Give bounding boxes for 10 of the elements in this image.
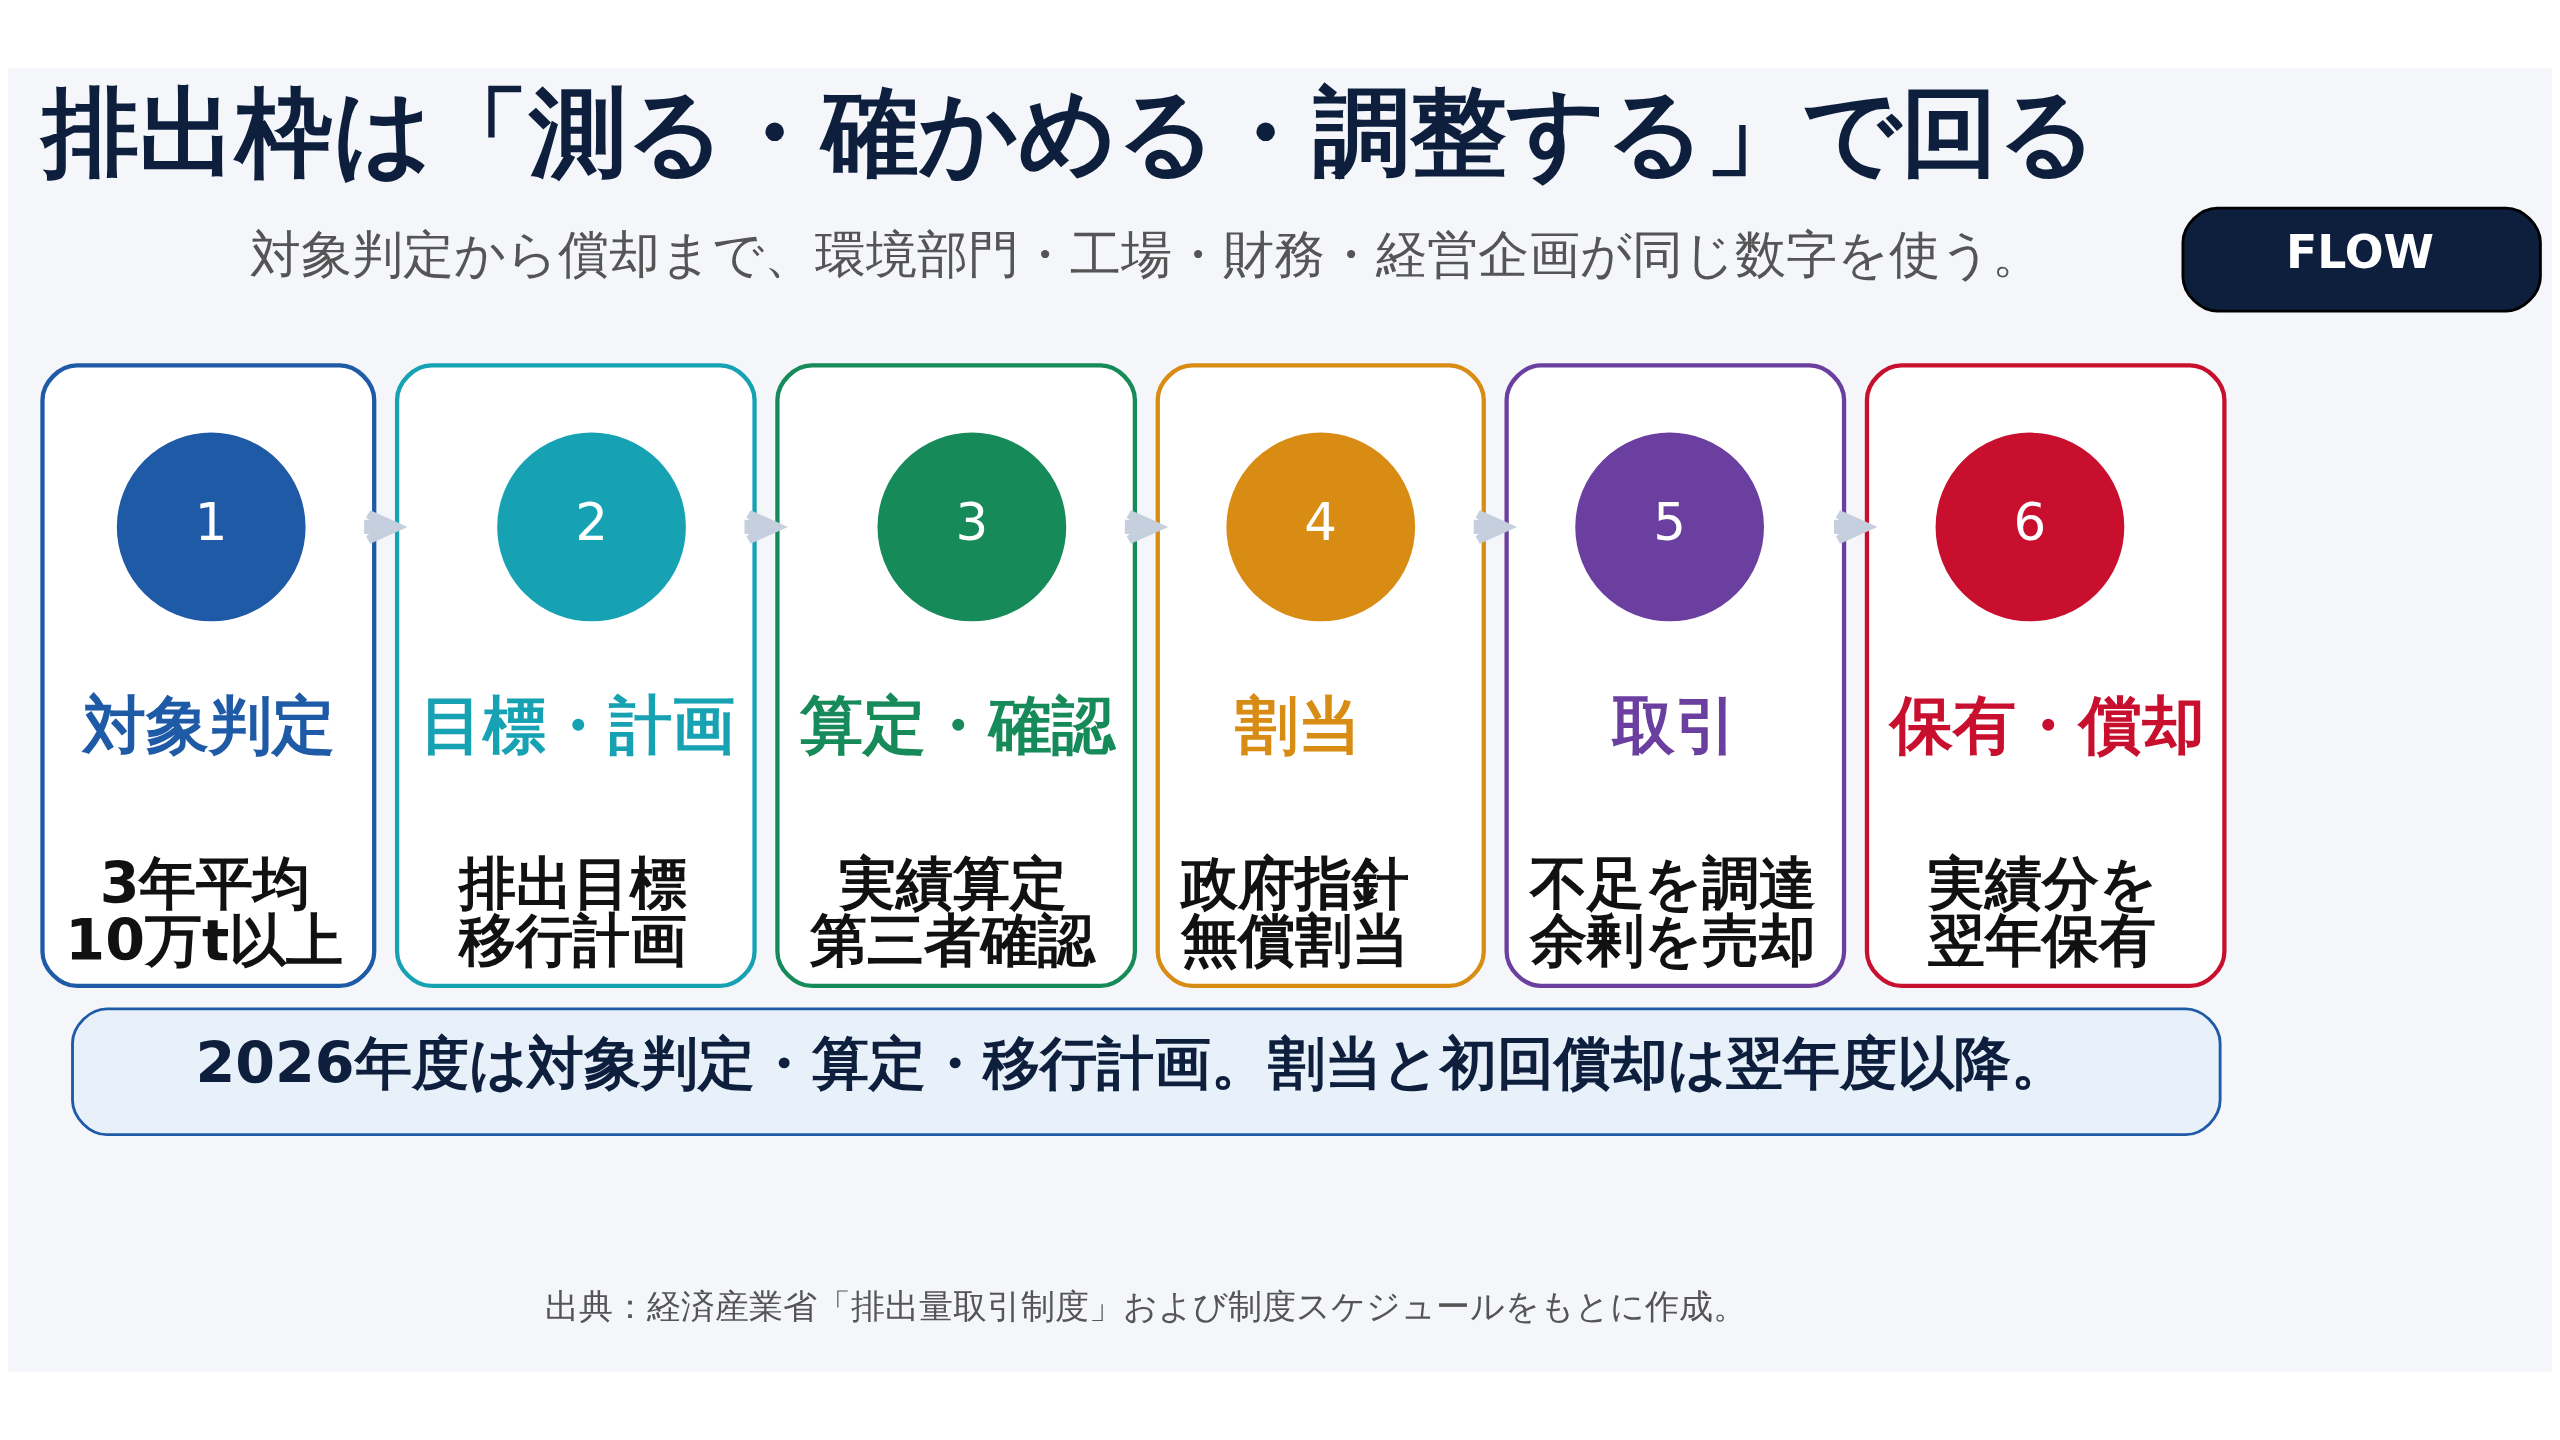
label: 出典：経済産業省「排出量取引制度」および制度スケジュールをもとに作成。 <box>545 1285 1748 1326</box>
label: 対象判定から償却まで、環境部門・工場・財務・経営企画が同じ数字を使う。 <box>249 224 2043 285</box>
label: FLOW <box>2285 225 2435 279</box>
node-box: 2026年度は対象判定・算定・移行計画。割当と初回償却は翌年度以降。 <box>71 1007 2222 1137</box>
node-circle: 1 <box>116 432 306 622</box>
node-circle: 5 <box>1575 432 1764 622</box>
node-circle: 4 <box>1226 432 1416 622</box>
node-circle: 2 <box>497 432 686 622</box>
node-circle: 6 <box>1935 432 2125 622</box>
node-circle: 3 <box>877 432 1067 622</box>
